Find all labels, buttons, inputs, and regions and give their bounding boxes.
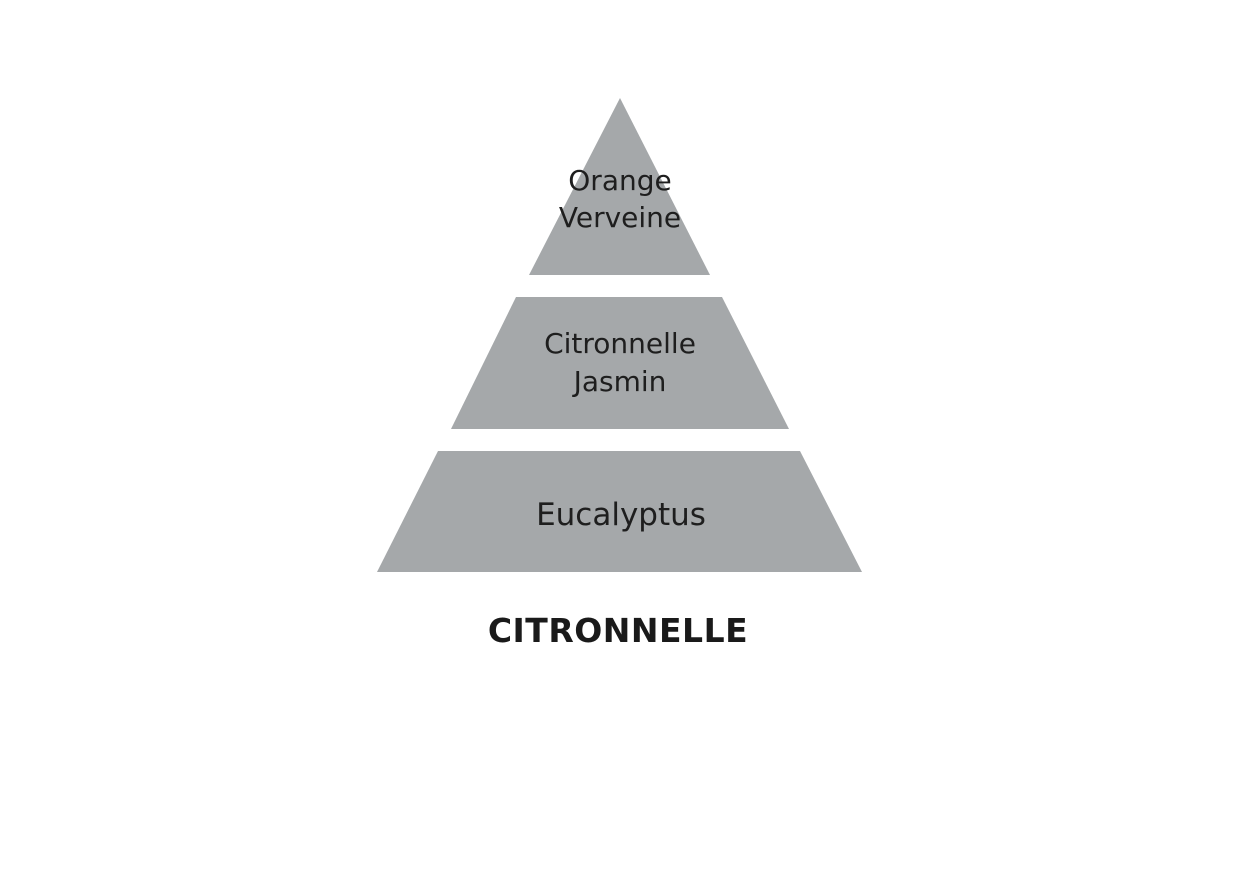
top-note-1: Orange (568, 164, 671, 197)
pyramid-bottom-tier (377, 451, 862, 572)
pyramid-top-tier (529, 98, 710, 275)
fragrance-title: CITRONNELLE (488, 611, 748, 650)
pyramid-middle-tier (451, 297, 789, 429)
top-note-2: Verveine (559, 201, 681, 234)
heart-note-1: Citronnelle (544, 327, 696, 360)
base-note-1: Eucalyptus (536, 497, 706, 533)
heart-note-2: Jasmin (572, 365, 667, 398)
